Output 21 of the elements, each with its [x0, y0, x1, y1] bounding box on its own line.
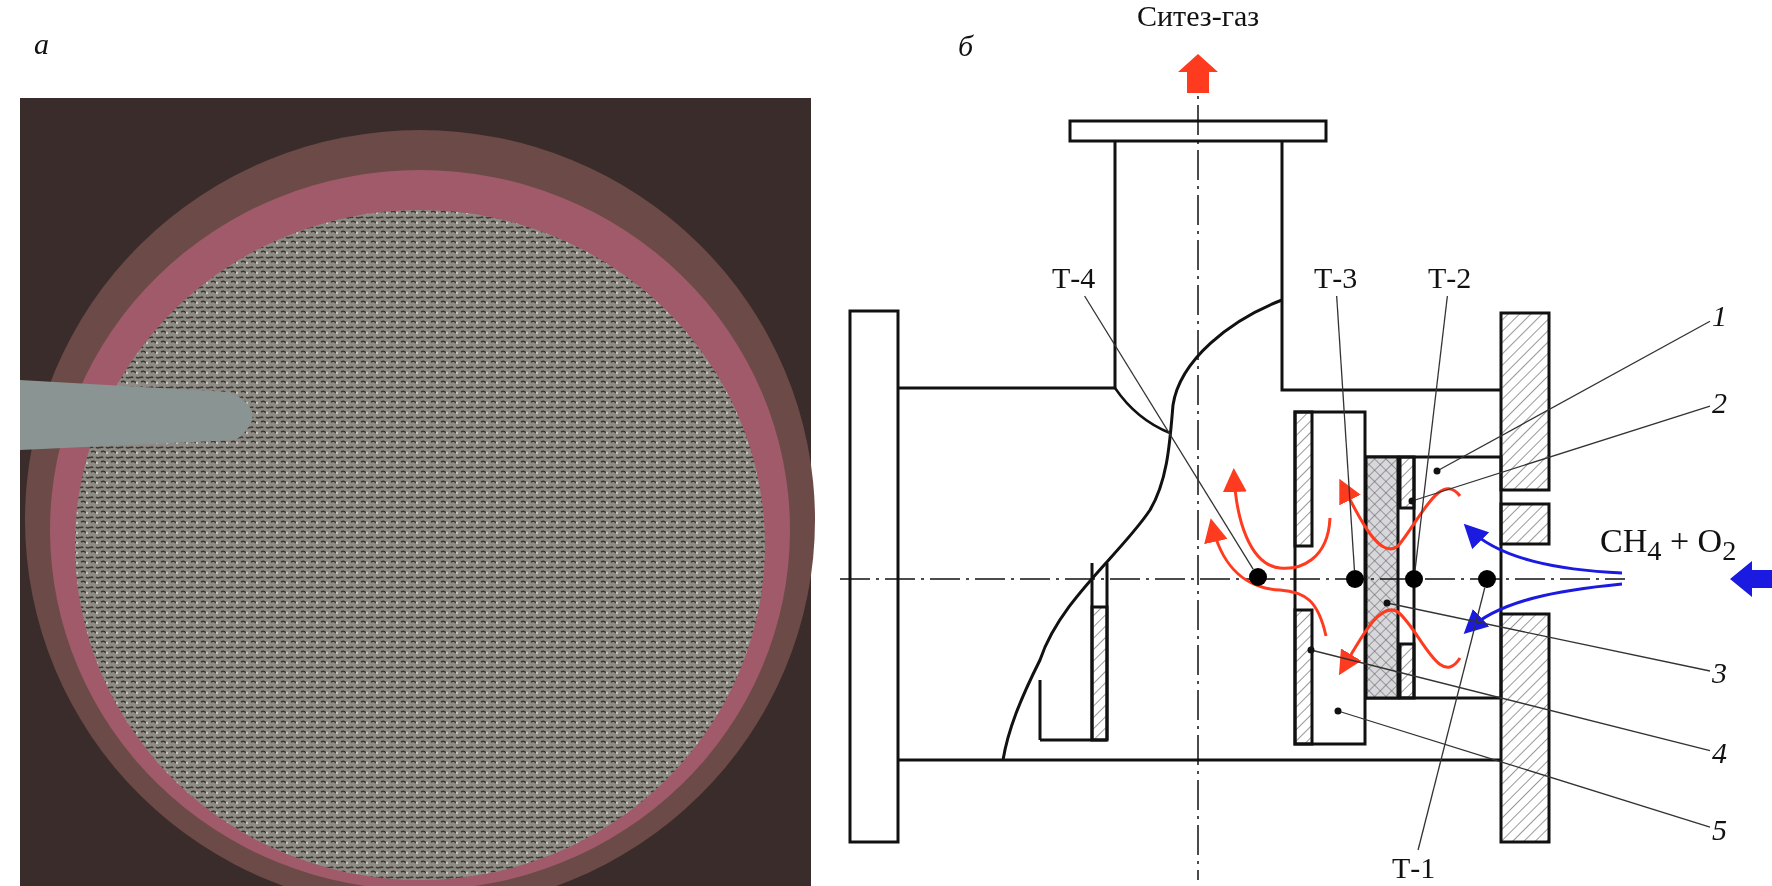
leader-line — [1414, 295, 1449, 571]
panel-letter: а — [34, 28, 49, 60]
callout-number: 5 — [1712, 814, 1727, 846]
leader-line — [1417, 587, 1486, 851]
callout-number: 4 — [1712, 737, 1727, 769]
callout-number: 2 — [1712, 387, 1727, 419]
thermocouple-dot — [1346, 570, 1364, 588]
sensor-label: Т-2 — [1428, 262, 1472, 294]
thermocouple-dot — [1478, 570, 1496, 588]
panel-letter: б — [958, 30, 974, 62]
leader-line — [1083, 295, 1254, 570]
sensor-label: Т-1 — [1392, 852, 1436, 884]
thermocouple-dot — [1405, 570, 1423, 588]
sensor-label: Т-3 — [1314, 262, 1358, 294]
callout-number: 1 — [1712, 300, 1727, 332]
leader-line — [1336, 295, 1356, 571]
outlet-gas-label: Ситез-газ — [1137, 0, 1260, 32]
thermocouple-dot — [1249, 568, 1267, 586]
sensor-label: Т-4 — [1052, 262, 1096, 294]
inlet-gas-label: CH$_{4}$ + O$_{2}$ — [1600, 525, 1737, 567]
callout-number: 3 — [1712, 657, 1727, 689]
